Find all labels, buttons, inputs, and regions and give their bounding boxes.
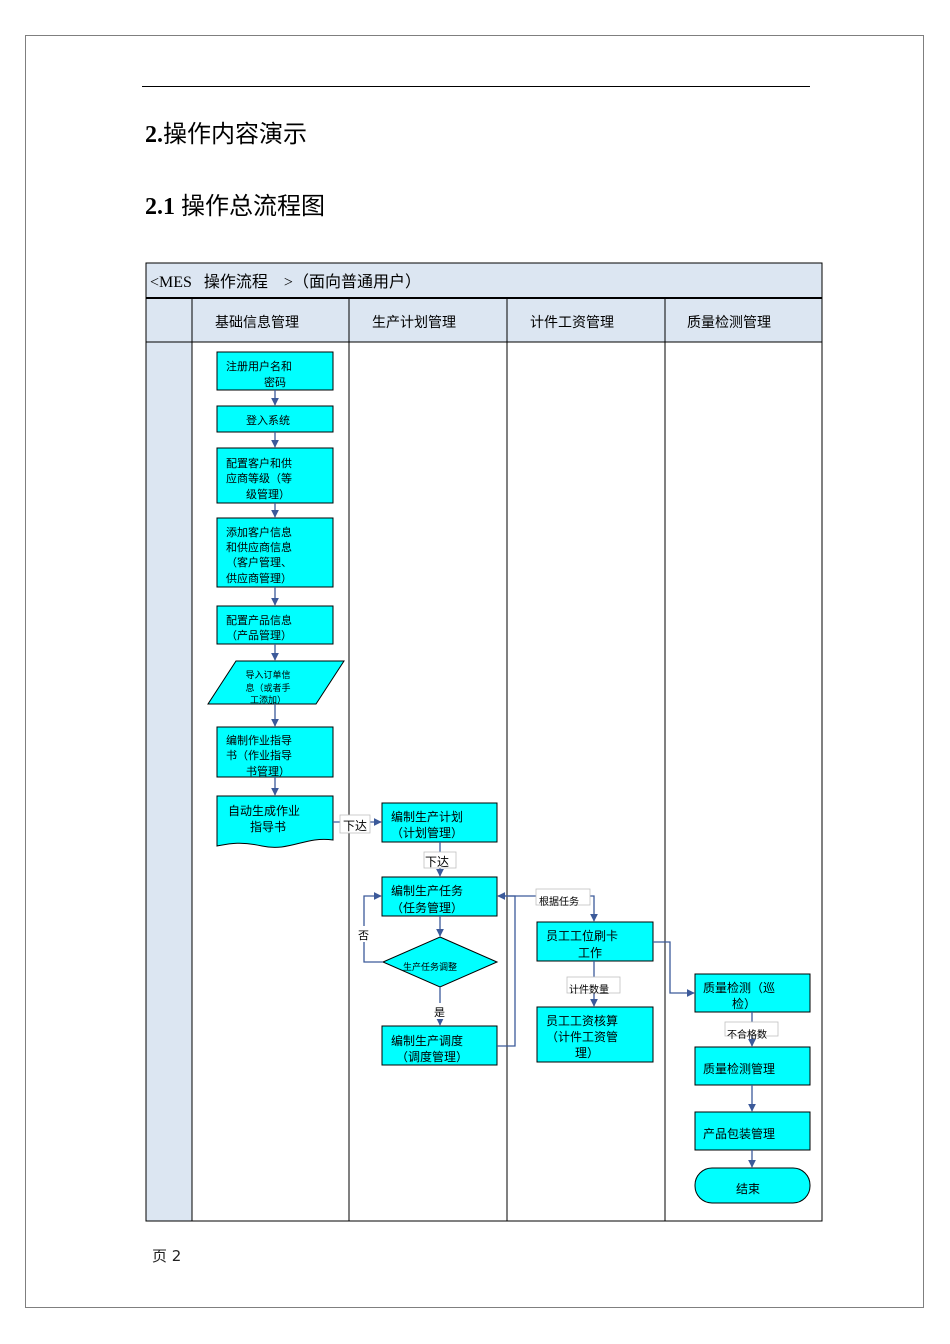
svg-text:产品包装管理: 产品包装管理 xyxy=(703,1126,775,1141)
svg-text:质量检测（巡: 质量检测（巡 xyxy=(703,980,775,995)
node-write-guide: 编制作业指导 书（作业指导 书管理） xyxy=(216,726,334,778)
edge-label-no: 否 xyxy=(357,926,371,942)
svg-text:指导书: 指导书 xyxy=(250,819,286,834)
svg-text:导入订单信: 导入订单信 xyxy=(245,669,290,681)
lane-header-basic-info: 基础信息管理 xyxy=(215,314,299,331)
svg-text:和供应商信息: 和供应商信息 xyxy=(226,540,292,554)
svg-text:（产品管理）: （产品管理） xyxy=(226,628,292,642)
node-login: 登入系统 xyxy=(216,405,334,433)
section-heading: 2.操作内容演示 xyxy=(145,122,307,148)
svg-text:质量检测管理: 质量检测管理 xyxy=(703,1061,775,1076)
node-quality-mgmt: 质量检测管理 xyxy=(694,1046,811,1086)
svg-text:（调度管理）: （调度管理） xyxy=(396,1049,468,1064)
svg-text:员工工资核算: 员工工资核算 xyxy=(546,1013,618,1028)
svg-text:配置客户和供: 配置客户和供 xyxy=(226,456,292,470)
svg-text:书管理）: 书管理） xyxy=(246,764,290,778)
node-auto-guide: 自动生成作业 指导书 xyxy=(216,795,334,848)
svg-text:编制生产计划: 编制生产计划 xyxy=(391,809,463,824)
lane-header-production-plan: 生产计划管理 xyxy=(372,315,456,331)
svg-text:（客户管理、: （客户管理、 xyxy=(226,555,292,569)
svg-text:级管理）: 级管理） xyxy=(246,487,290,501)
lane-header-quality: 质量检测管理 xyxy=(687,315,771,331)
svg-text:结束: 结束 xyxy=(736,1182,760,1196)
svg-text:工作: 工作 xyxy=(578,946,602,960)
svg-text:息（或者手: 息（或者手 xyxy=(245,682,290,694)
svg-text:配置产品信息: 配置产品信息 xyxy=(226,613,292,627)
svg-text:理）: 理） xyxy=(575,1046,599,1060)
node-import-order: 导入订单信 息（或者手 工添加） xyxy=(207,660,345,706)
svg-text:注册用户名和: 注册用户名和 xyxy=(226,359,292,373)
svg-text:应商等级（等: 应商等级（等 xyxy=(226,471,292,485)
node-quality-patrol: 质量检测（巡 检） xyxy=(694,973,811,1013)
svg-text:下达: 下达 xyxy=(343,819,367,833)
node-swipe-card: 员工工位刷卡 工作 xyxy=(536,921,654,962)
svg-text:（计划管理）: （计划管理） xyxy=(391,825,463,840)
svg-text:编制生产任务: 编制生产任务 xyxy=(391,883,463,898)
node-task: 编制生产任务 （任务管理） xyxy=(381,876,498,917)
edge-label-issue-1: 下达 xyxy=(339,814,371,834)
svg-text:（任务管理）: （任务管理） xyxy=(391,900,463,915)
svg-text:自动生成作业: 自动生成作业 xyxy=(228,804,300,818)
diagram-title: <MES 操作流程 >（面向普通用户） xyxy=(150,273,421,291)
svg-text:否: 否 xyxy=(358,929,369,942)
node-end: 结束 xyxy=(694,1167,811,1204)
svg-text:添加客户信息: 添加客户信息 xyxy=(226,525,292,539)
svg-text:检）: 检） xyxy=(732,996,756,1011)
edge-label-yes: 是 xyxy=(433,1003,447,1019)
node-register: 注册用户名和 密码 xyxy=(216,351,334,391)
node-add-info: 添加客户信息 和供应商信息 （客户管理、 供应商管理） xyxy=(216,517,334,588)
svg-text:是: 是 xyxy=(434,1006,445,1019)
svg-text:编制生产调度: 编制生产调度 xyxy=(391,1033,463,1048)
edge-label-issue-2: 下达 xyxy=(423,851,457,869)
node-config-product: 配置产品信息 （产品管理） xyxy=(216,605,334,645)
node-plan: 编制生产计划 （计划管理） xyxy=(381,802,498,843)
node-wage: 员工工资核算 （计件工资管 理） xyxy=(536,1006,654,1063)
svg-text:供应商管理）: 供应商管理） xyxy=(226,571,292,585)
page-footer: 页 2 xyxy=(152,1247,182,1265)
svg-text:工添加）: 工添加） xyxy=(250,695,286,706)
svg-text:员工工位刷卡: 员工工位刷卡 xyxy=(546,928,618,943)
svg-text:下达: 下达 xyxy=(425,855,449,869)
node-config-grade: 配置客户和供 应商等级（等 级管理） xyxy=(216,447,334,504)
edge-label-piece-count: 计件数量 xyxy=(566,976,621,996)
header-rule xyxy=(142,86,810,87)
edge-label-by-task: 根据任务 xyxy=(535,888,591,908)
node-packaging: 产品包装管理 xyxy=(694,1111,811,1151)
svg-text:密码: 密码 xyxy=(264,375,286,389)
node-schedule: 编制生产调度 （调度管理） xyxy=(381,1025,498,1066)
edge-label-unqualified: 不合格数 xyxy=(724,1021,779,1041)
svg-text:不合格数: 不合格数 xyxy=(727,1028,767,1041)
svg-text:编制作业指导: 编制作业指导 xyxy=(226,733,292,747)
svg-text:登入系统: 登入系统 xyxy=(246,413,290,427)
svg-text:计件数量: 计件数量 xyxy=(569,983,609,996)
svg-text:（计件工资管: （计件工资管 xyxy=(546,1029,618,1044)
lane-header-piece-wage: 计件工资管理 xyxy=(530,315,614,331)
page-border xyxy=(25,35,924,1308)
node-adjust-decision: 生产任务调整 xyxy=(381,936,499,988)
subsection-heading: 2.1 操作总流程图 xyxy=(145,194,325,220)
svg-text:生产任务调整: 生产任务调整 xyxy=(403,961,457,973)
svg-text:根据任务: 根据任务 xyxy=(539,895,579,908)
svg-text:书（作业指导: 书（作业指导 xyxy=(226,748,292,762)
